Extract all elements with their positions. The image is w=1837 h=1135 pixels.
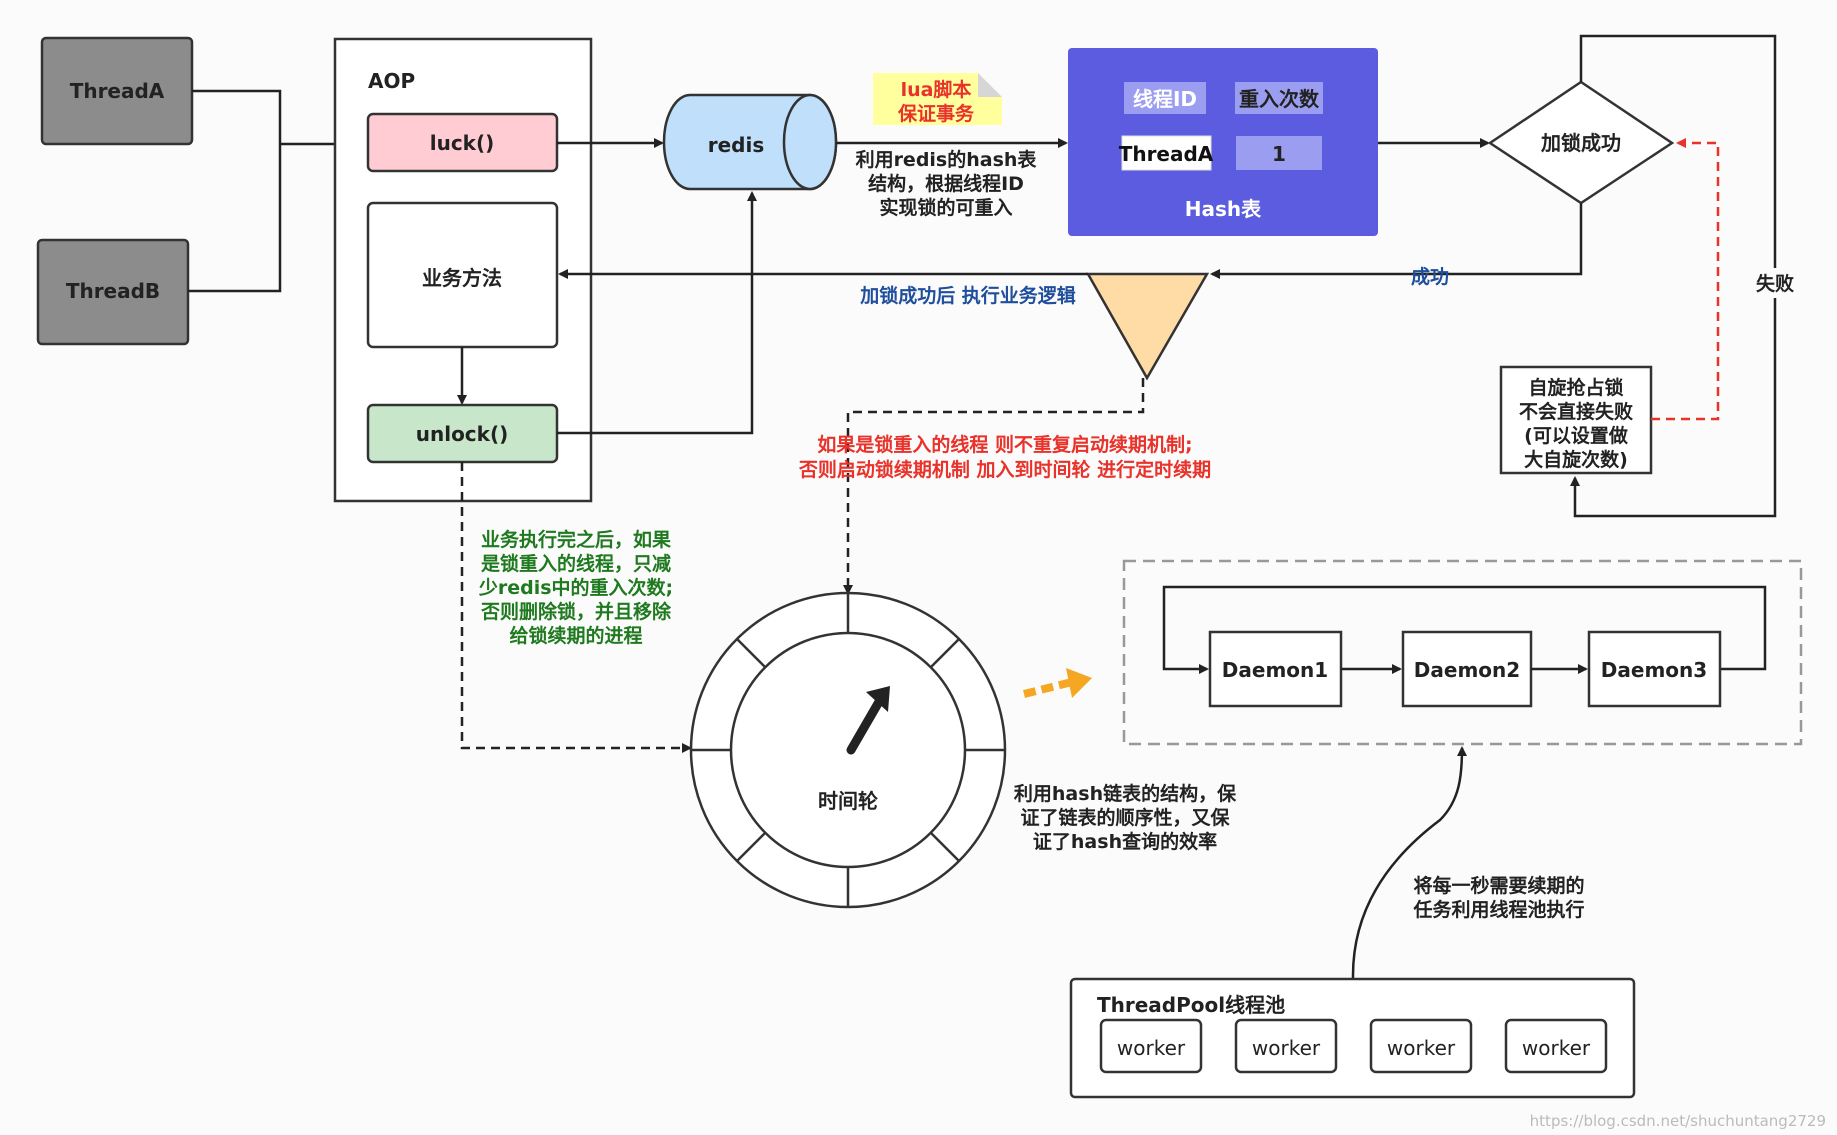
edge-daemon-loop: [1162, 585, 1767, 674]
luck-node: luck(): [366, 112, 559, 173]
business-done-line-5: 给锁续期的进程: [509, 624, 642, 647]
hash-linked-line-2: 证了链表的顺序性，又保: [1020, 806, 1230, 829]
worker-2: worker: [1234, 1018, 1338, 1074]
business-method-node: 业务方法: [366, 201, 559, 349]
thread-b-node: ThreadB: [36, 238, 190, 346]
unlock-label: unlock(): [416, 422, 509, 446]
daemon-2: Daemon2: [1401, 630, 1533, 708]
spin-line-4: 大自旋次数): [1524, 448, 1628, 471]
lock-success-label: 加锁成功: [1540, 131, 1621, 155]
daemon-1: Daemon1: [1208, 630, 1343, 708]
reentry-note: 如果是锁重入的线程 则不重复启动续期机制; 否则启动锁续期机制 加入到时间轮 进…: [798, 433, 1211, 481]
watermark: https://blog.csdn.net/shuchuntang2729: [1530, 1112, 1826, 1130]
aop-label: AOP: [368, 69, 415, 93]
redis-node: redis: [662, 93, 838, 191]
threadpool-note-line-2: 任务利用线程池执行: [1412, 898, 1584, 921]
worker-1-label: worker: [1117, 1036, 1186, 1060]
hash-value-count: 1: [1272, 142, 1286, 166]
business-done-line-2: 是锁重入的线程，只减: [481, 552, 671, 575]
business-done-line-1: 业务执行完之后，如果: [481, 528, 671, 551]
lock-success-decision: 加锁成功: [1487, 80, 1675, 205]
business-method-label: 业务方法: [422, 266, 502, 290]
hash-linked-line-3: 证了hash查询的效率: [1033, 830, 1217, 853]
thread-a-node: ThreadA: [40, 36, 194, 146]
redis-label: redis: [708, 133, 765, 157]
luck-label: luck(): [430, 131, 495, 155]
edge-triangle-to-wheel: [843, 378, 1145, 595]
worker-2-label: worker: [1252, 1036, 1321, 1060]
daemon-2-label: Daemon2: [1414, 658, 1520, 682]
edge-unlock-to-wheel: [460, 462, 692, 753]
after-lock-label: 加锁成功后 执行业务逻辑: [859, 284, 1076, 307]
daemon-1-label: Daemon1: [1222, 658, 1328, 682]
worker-4: worker: [1504, 1018, 1608, 1074]
threadpool-label: ThreadPool线程池: [1097, 993, 1285, 1017]
hash-table-caption: Hash表: [1185, 197, 1262, 221]
hash-value-thread: ThreadA: [1119, 142, 1214, 166]
clock-hand-icon: [846, 686, 890, 755]
threadpool-note-line-1: 将每一秒需要续期的: [1413, 874, 1584, 897]
hash-linked-note: 利用hash链表的结构，保 证了链表的顺序性，又保 证了hash查询的效率: [1014, 782, 1237, 853]
hash-col-reentry-count: 重入次数: [1239, 87, 1320, 111]
reentry-note-line-2: 否则启动锁续期机制 加入到时间轮 进行定时续期: [798, 458, 1211, 481]
spin-line-2: 不会直接失败: [1519, 400, 1633, 423]
worker-4-label: worker: [1522, 1036, 1591, 1060]
lua-note-line-1: lua脚本: [901, 78, 972, 101]
daemon-3: Daemon3: [1587, 630, 1722, 708]
hash-col-thread-id: 线程ID: [1133, 87, 1197, 111]
threadpool: ThreadPool线程池 worker worker worker worke…: [1069, 977, 1636, 1099]
hash-header-cell-2: [1235, 82, 1323, 114]
hash-value-cell-2: [1236, 136, 1322, 170]
edge-thread-b-merge: [188, 144, 282, 293]
edge-thread-a-merge: [192, 89, 282, 144]
thread-b-label: ThreadB: [66, 279, 160, 303]
spin-line-3: (可以设置做: [1524, 424, 1628, 447]
unlock-node: unlock(): [366, 403, 559, 464]
worker-1: worker: [1099, 1018, 1203, 1074]
reentry-note-line-1: 如果是锁重入的线程 则不重复启动续期机制;: [817, 433, 1192, 456]
redis-hash-note-line-2: 结构，根据线程ID: [868, 172, 1024, 195]
daemon-3-label: Daemon3: [1601, 658, 1707, 682]
business-done-note: 业务执行完之后，如果 是锁重入的线程，只减 少redis中的重入次数; 否则删除…: [478, 528, 673, 647]
thread-a-label: ThreadA: [70, 79, 165, 103]
hash-header-cell-1: [1124, 82, 1206, 114]
edge-spin-retry: [1651, 138, 1720, 421]
worker-3: worker: [1369, 1018, 1473, 1074]
daemon-group: Daemon1 Daemon2 Daemon3: [1122, 559, 1803, 746]
spin-line-1: 自旋抢占锁: [1528, 376, 1623, 399]
edge-success: [1210, 203, 1583, 279]
hash-value-cell-1: [1121, 135, 1212, 171]
orange-arrow-icon: [1023, 668, 1092, 698]
lua-note-line-2: 保证事务: [897, 102, 975, 125]
edge-threadpool-to-daemons: [1351, 746, 1467, 979]
redis-hash-note: 利用redis的hash表 结构，根据线程ID 实现锁的可重入: [856, 148, 1038, 219]
spin-lock-node: 自旋抢占锁 不会直接失败 (可以设置做 大自旋次数): [1499, 365, 1653, 475]
success-label: 成功: [1411, 265, 1449, 288]
time-wheel: 时间轮: [689, 591, 1007, 909]
hash-table: 线程ID 重入次数 ThreadA 1 Hash表: [1068, 48, 1378, 236]
redis-hash-note-line-3: 实现锁的可重入: [879, 196, 1012, 219]
time-wheel-label: 时间轮: [818, 789, 878, 813]
fail-label: 失败: [1756, 272, 1794, 295]
threadpool-note: 将每一秒需要续期的 任务利用线程池执行: [1412, 874, 1584, 921]
merge-triangle: [1085, 272, 1210, 381]
business-done-line-4: 否则删除锁，并且移除: [480, 600, 672, 623]
lua-note: lua脚本 保证事务: [873, 73, 1002, 125]
worker-3-label: worker: [1387, 1036, 1456, 1060]
redis-hash-note-line-1: 利用redis的hash表: [856, 148, 1038, 171]
business-done-line-3: 少redis中的重入次数;: [478, 576, 673, 599]
hash-linked-line-1: 利用hash链表的结构，保: [1014, 782, 1237, 805]
